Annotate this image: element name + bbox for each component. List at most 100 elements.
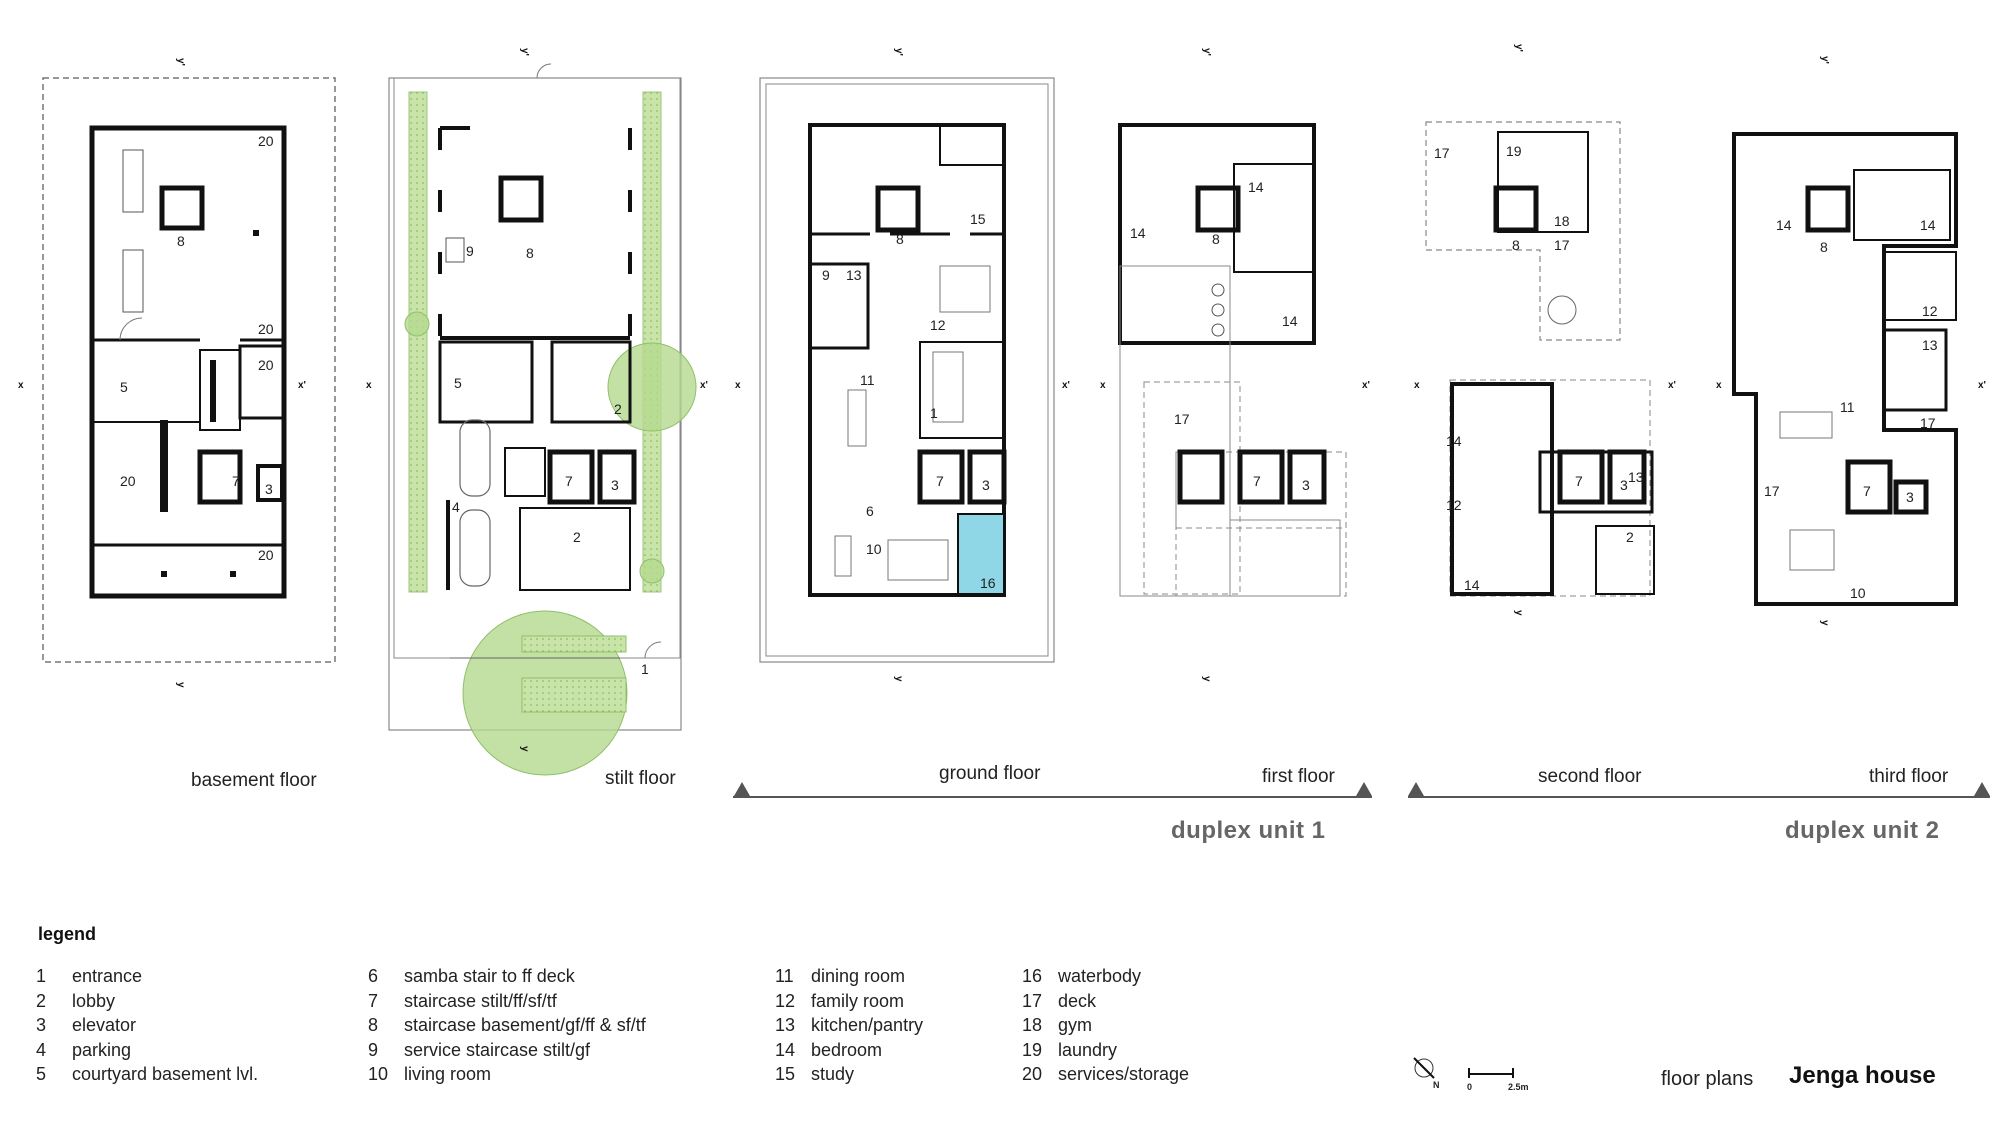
- room-tag: 8: [896, 231, 904, 247]
- svg-text:x': x': [700, 380, 708, 391]
- room-tag: 6: [866, 503, 874, 519]
- svg-text:y: y: [893, 676, 904, 682]
- svg-text:x': x': [1362, 380, 1370, 391]
- room-tag: 7: [232, 473, 240, 489]
- svg-text:y: y: [1513, 610, 1524, 616]
- room-tag: 14: [1130, 225, 1146, 241]
- room-tag: 20: [258, 547, 274, 563]
- room-tag: 14: [1248, 179, 1264, 195]
- basement-floor-plan: 20 8 20 20 5 20 7 3 20: [42, 77, 336, 663]
- room-tag: 17: [1554, 237, 1570, 253]
- room-tag: 20: [258, 357, 274, 373]
- room-tag: 8: [1212, 231, 1220, 247]
- third-floor-label: third floor: [1869, 766, 1949, 787]
- floor-plans-caption: floor plans: [1661, 1068, 1754, 1090]
- room-tag: 7: [1575, 473, 1583, 489]
- room-tag: 2: [573, 529, 581, 545]
- room-tag: 9: [466, 243, 474, 259]
- svg-text:y': y': [519, 48, 530, 56]
- room-tag: 7: [1253, 473, 1261, 489]
- svg-text:x': x': [298, 380, 306, 391]
- legend-title: legend: [38, 924, 97, 944]
- room-tag: 2: [1626, 529, 1634, 545]
- svg-text:y: y: [1819, 620, 1830, 626]
- first-floor-plan: 14 8 14 14 17 7 3: [1118, 123, 1347, 597]
- room-tag: 20: [258, 133, 274, 149]
- svg-text:x': x': [1668, 380, 1676, 391]
- room-tag: 12: [1446, 497, 1462, 513]
- room-tag: 20: [258, 321, 274, 337]
- room-tag: 14: [1282, 313, 1298, 329]
- room-tag: 5: [454, 375, 462, 391]
- svg-text:y: y: [175, 682, 186, 688]
- svg-text:y': y': [1819, 56, 1830, 64]
- project-title: Jenga house: [1789, 1062, 1936, 1089]
- room-tag: 18: [1554, 213, 1570, 229]
- room-tag: 14: [1776, 217, 1792, 233]
- room-tag: 8: [1820, 239, 1828, 255]
- svg-text:x': x': [1978, 380, 1986, 391]
- room-tag: 11: [1840, 399, 1855, 415]
- room-tag: 13: [1628, 469, 1644, 485]
- room-tag: 13: [846, 267, 862, 283]
- room-tag: 9: [822, 267, 830, 283]
- room-tag: 1: [641, 661, 649, 677]
- ground-floor-plan: 8 15 9 13 12 11 1 6 7 3 10 16: [759, 77, 1055, 663]
- svg-text:x: x: [18, 380, 24, 391]
- room-tag: 17: [1920, 415, 1936, 431]
- room-tag: 4: [452, 499, 460, 515]
- room-tag: 20: [120, 473, 136, 489]
- room-tag: 17: [1434, 145, 1450, 161]
- duplex-unit-1-bracket: [733, 782, 1372, 798]
- room-tag: 10: [866, 541, 882, 557]
- svg-text:y': y': [1513, 44, 1524, 52]
- room-tag: 1: [930, 405, 938, 421]
- svg-text:y': y': [175, 58, 186, 66]
- room-tag: 7: [565, 473, 573, 489]
- svg-text:x: x: [366, 380, 372, 391]
- first-floor-label: first floor: [1262, 766, 1335, 787]
- room-tag: 14: [1464, 577, 1480, 593]
- basement-floor-label: basement floor: [191, 770, 317, 791]
- room-tag: 16: [980, 575, 996, 591]
- svg-text:x: x: [1100, 380, 1106, 391]
- room-tag: 12: [930, 317, 946, 333]
- second-floor-label: second floor: [1538, 766, 1642, 787]
- svg-text:y': y': [893, 48, 904, 56]
- svg-text:x: x: [1716, 380, 1722, 391]
- room-tag: 17: [1174, 411, 1190, 427]
- svg-text:x': x': [1062, 380, 1070, 391]
- svg-text:2.5m: 2.5m: [1508, 1082, 1529, 1092]
- room-tag: 7: [936, 473, 944, 489]
- room-tag: 15: [970, 211, 986, 227]
- room-tag: 3: [1620, 477, 1628, 493]
- room-tag: 11: [860, 372, 875, 388]
- room-tag: 2: [614, 401, 622, 417]
- room-tag: 7: [1863, 483, 1871, 499]
- stilt-floor-label: stilt floor: [605, 768, 676, 789]
- room-tag: 3: [611, 477, 619, 493]
- duplex-unit-1-title: duplex unit 1: [1171, 817, 1326, 844]
- duplex-unit-2-title: duplex unit 2: [1785, 817, 1940, 844]
- room-tag: 14: [1446, 433, 1462, 449]
- svg-text:x: x: [1414, 380, 1420, 391]
